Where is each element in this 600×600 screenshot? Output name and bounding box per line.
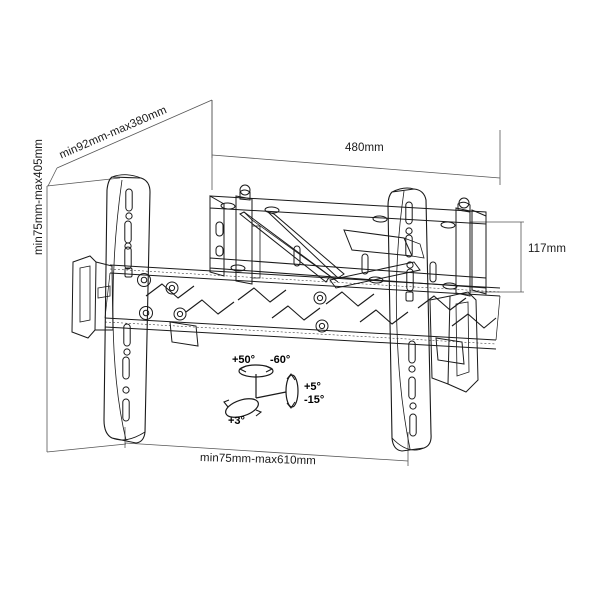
right-rail-top-cap xyxy=(391,187,415,193)
left-clamp-slot xyxy=(97,285,111,299)
left-end-clamp xyxy=(71,255,114,339)
chevron-pattern-band xyxy=(145,283,497,329)
tilt-bracket-left xyxy=(169,321,199,347)
articulation-axis-icon xyxy=(223,364,299,418)
wall-plate-lower-band xyxy=(209,257,487,289)
dim-line-width-bottom xyxy=(124,442,409,462)
arm-center-plate-side xyxy=(403,237,425,259)
arm-pivot-cap-right xyxy=(457,201,471,213)
left-rail-bottom-cap xyxy=(111,431,146,441)
dimension-label-height-vertical: min75mm-max405mm xyxy=(33,139,45,255)
arm-pivot-bolt-right xyxy=(458,197,470,209)
arm-center-plate xyxy=(343,229,413,257)
horizontal-rails xyxy=(104,264,501,350)
right-rail-rib xyxy=(395,190,411,450)
right-rail-slots xyxy=(405,201,417,437)
right-clamp-body xyxy=(447,291,479,393)
right-end-clamp xyxy=(429,291,479,393)
articulating-arms xyxy=(235,184,471,297)
right-rail-bottom-cap xyxy=(391,437,425,451)
left-clamp-inner xyxy=(95,261,114,331)
dim-line-width-top xyxy=(211,154,501,179)
rail-web-left xyxy=(104,272,111,319)
wall-plate-right-upright xyxy=(471,209,487,295)
right-clamp-face xyxy=(455,301,470,377)
tilt-arrow-top xyxy=(286,373,296,381)
arm-pin-1 xyxy=(293,245,301,267)
dim-ext-height-bottom xyxy=(46,443,127,453)
axis-arm-horizontal xyxy=(255,391,287,399)
roll-arrow-right xyxy=(255,409,263,417)
lower-rail-top-edge xyxy=(104,317,497,341)
wall-plate-left-upright xyxy=(209,195,225,277)
arm-extension-bar xyxy=(251,225,261,279)
dimension-label-depth-right: 117mm xyxy=(528,243,566,255)
left-rail-top-cap xyxy=(111,174,142,179)
pan-rotation-ellipse xyxy=(238,364,274,378)
dim-line-depth xyxy=(56,99,213,169)
dim-ext-depth-left xyxy=(47,167,58,187)
left-clamp-face xyxy=(79,265,91,323)
tilt-bracket-right xyxy=(435,337,465,365)
angle-label-pan-negative: -60° xyxy=(270,354,291,366)
arm-strut-second xyxy=(267,211,345,279)
angle-label-roll: +3° xyxy=(228,415,245,427)
arm-pivot-cap-left xyxy=(239,189,251,201)
left-clamp-body xyxy=(71,255,97,339)
upper-rail-center xyxy=(109,268,501,293)
arm-link-right xyxy=(329,261,421,289)
left-rail-outline xyxy=(103,176,151,444)
rail-bolt-heads xyxy=(137,273,329,333)
lower-rail-bottom-edge xyxy=(104,326,497,350)
arm-pivot-post-left xyxy=(235,195,253,285)
arm-pin-2 xyxy=(361,253,369,275)
wall-plate xyxy=(209,195,487,295)
upper-rail-bottom-edge xyxy=(109,272,501,297)
tilt-rotation-ellipse xyxy=(285,374,299,408)
tilt-arrow-bottom xyxy=(286,401,296,409)
dimension-label-width-top: 480mm xyxy=(345,142,384,154)
rail-web-right xyxy=(495,295,501,341)
right-vertical-rail xyxy=(387,187,432,452)
pan-arrow-left xyxy=(238,365,247,373)
arm-pin-3 xyxy=(429,261,437,283)
angle-label-pan-positive: +50° xyxy=(232,354,256,366)
dim-ext-height-top xyxy=(46,177,121,187)
lower-rail-center xyxy=(104,321,497,345)
tilt-support-bracket xyxy=(169,321,465,365)
roll-rotation-ellipse xyxy=(225,398,259,418)
right-clamp-inner xyxy=(429,295,451,385)
left-rail-slots xyxy=(122,188,133,422)
arm-pivot-bolt-left xyxy=(239,184,251,196)
left-vertical-rail xyxy=(103,174,151,444)
arm-pivot-post-right xyxy=(455,207,471,297)
left-rail-rib xyxy=(112,179,127,441)
roll-arrow-left xyxy=(223,399,230,408)
pan-arrow-right xyxy=(265,365,274,373)
angle-label-tilt-positive: +5° xyxy=(304,381,321,393)
angle-label-tilt-negative: -15° xyxy=(304,394,325,406)
